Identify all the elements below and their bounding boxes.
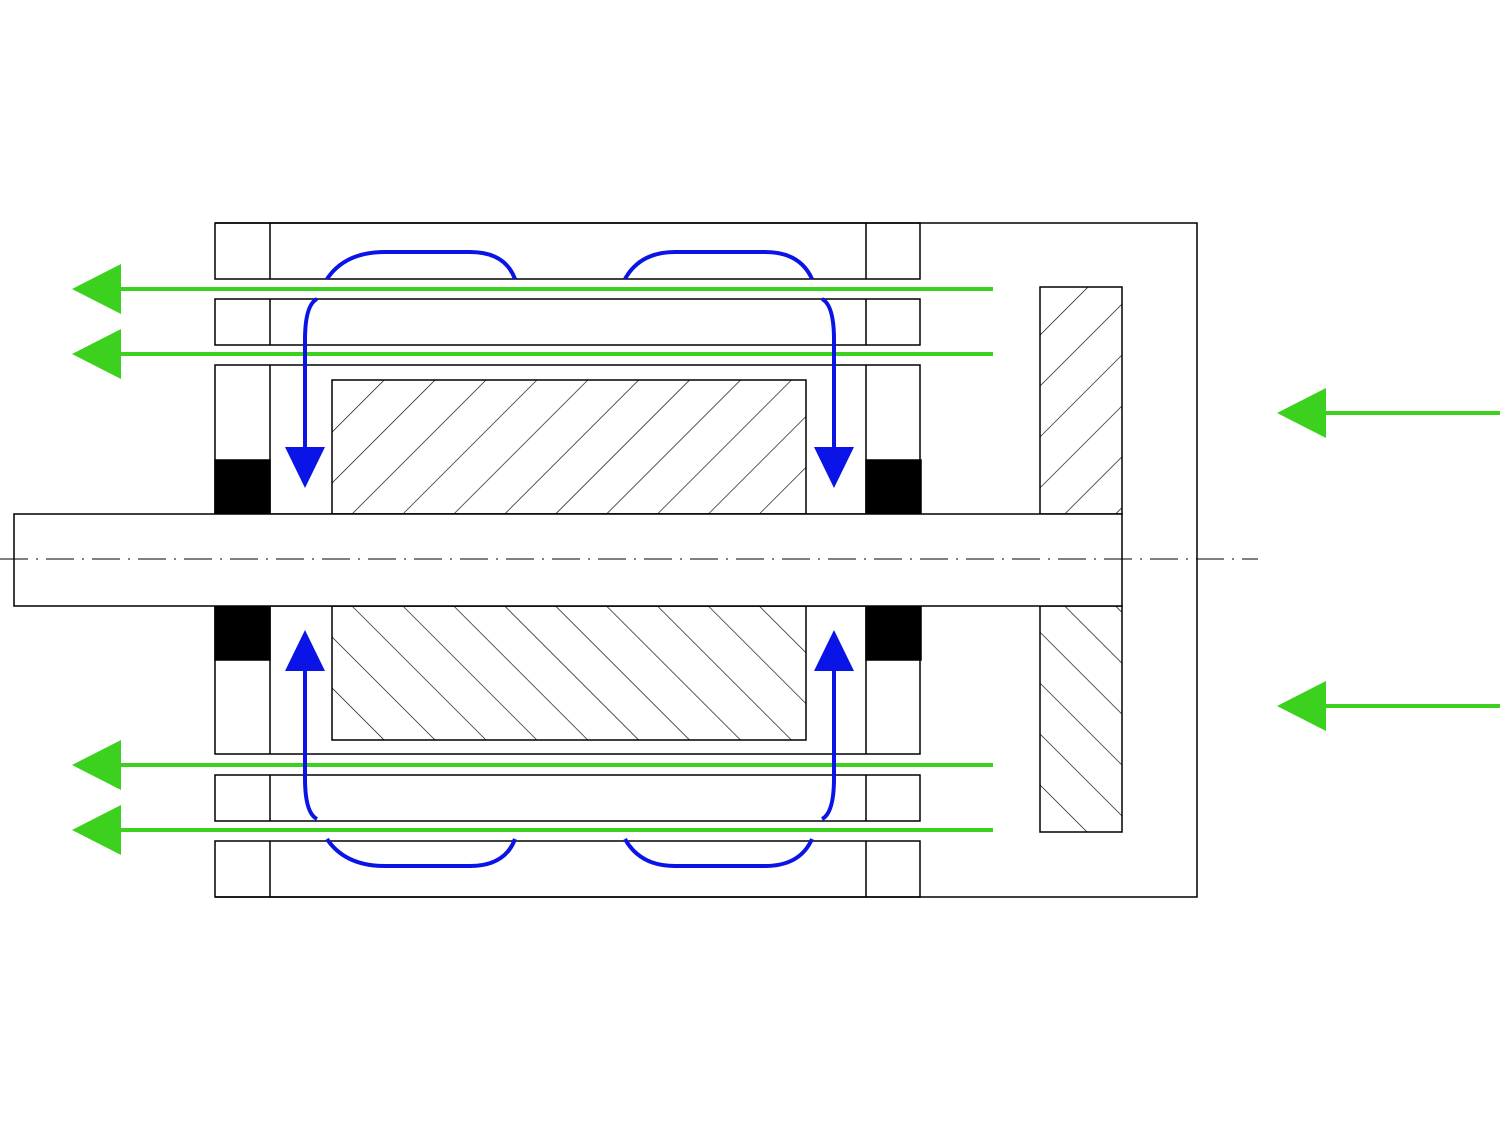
airflow-internal-down [303,297,319,450]
rotor-lower [331,605,807,741]
airflow-arrowhead-icon [814,447,854,488]
bearing [214,459,271,515]
airflow-internal-down [820,297,836,450]
bearing [214,605,271,661]
fan-disc-lower [1039,605,1123,833]
stator-duct-row [214,774,921,822]
fan-disc-upper [1039,286,1123,515]
stator-duct-row [214,840,921,898]
airflow-arrowhead-icon [72,264,121,314]
rotor-upper [331,379,807,515]
airflow-arrowhead-icon [285,447,325,488]
bearing [865,459,922,515]
bearing [865,605,922,661]
airflow-arrowhead-icon [1277,681,1326,731]
airflow-arrowhead-icon [285,630,325,671]
airflow-internal-down [303,668,319,821]
airflow-arrowhead-icon [72,329,121,379]
stator-duct-row [214,222,921,280]
airflow-arrowhead-icon [72,805,121,855]
airflow-arrowhead-icon [1277,388,1326,438]
airflow-internal-down [820,668,836,821]
airflow-internal-loop [325,837,517,868]
airflow-internal-loop [325,250,517,281]
airflow-arrowhead-icon [814,630,854,671]
airflow-arrowhead-icon [72,740,121,790]
stator-duct-row [214,298,921,346]
airflow-internal-loop [623,837,814,868]
airflow-internal-loop [623,250,814,281]
shaft [13,513,1123,607]
